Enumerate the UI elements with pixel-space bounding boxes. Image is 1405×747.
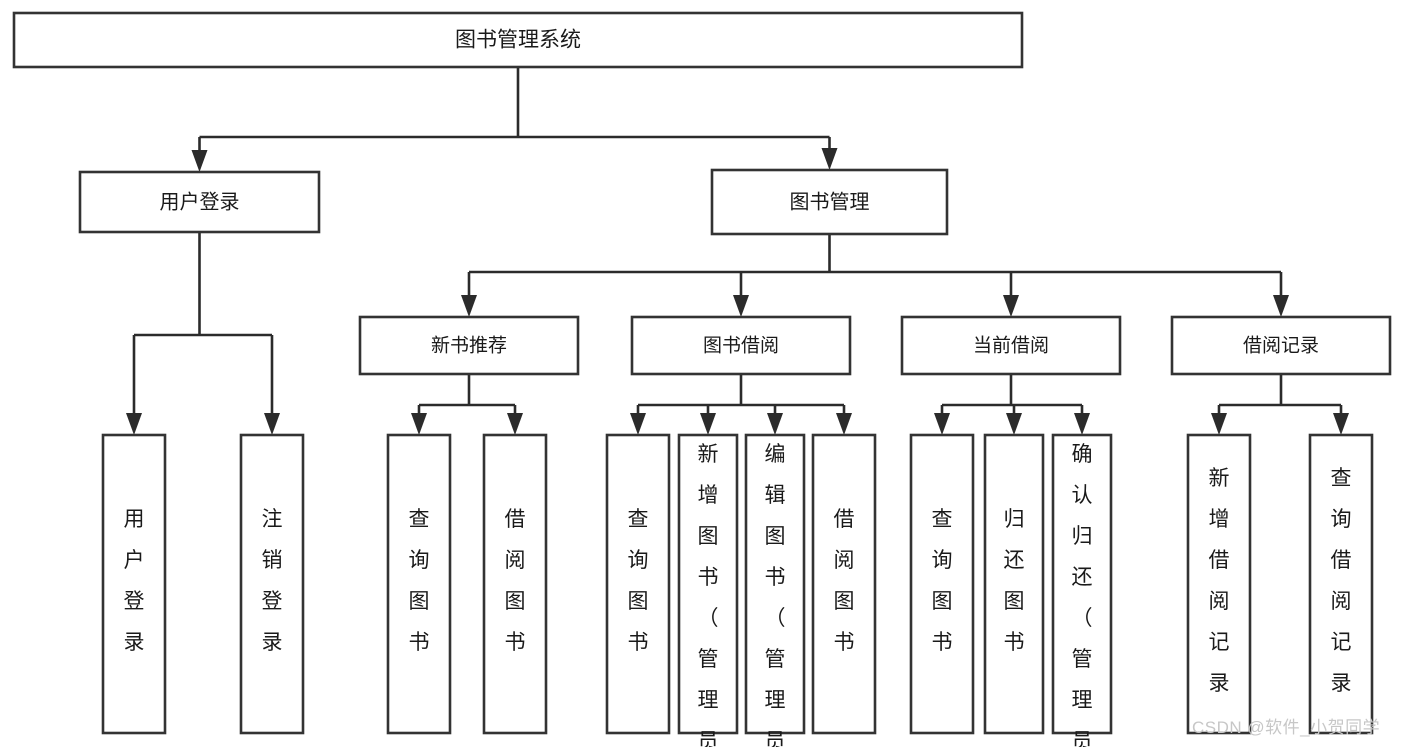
arrow-head-icon <box>411 413 427 435</box>
leaf-node-11[interactable]: 新增借阅记录 <box>1186 433 1252 735</box>
arrow-head-icon <box>1211 413 1227 435</box>
leaf-node-9-label: 归还图书 <box>1004 508 1025 654</box>
leaf-node-3[interactable]: 借阅图书 <box>482 433 548 735</box>
leaf-node-8[interactable]: 查询图书 <box>909 433 975 735</box>
leaf-node-3-label: 借阅图书 <box>505 508 526 654</box>
leaf-node-10-label: 确认归还（管理员） <box>1072 443 1093 747</box>
leaf-node-6-label: 编辑图书（管理员） <box>765 443 786 747</box>
arrow-head-icon <box>1273 295 1289 317</box>
arrow-head-icon <box>264 413 280 435</box>
arrow-head-icon <box>700 413 716 435</box>
leaf-node-12[interactable]: 查询借阅记录 <box>1308 433 1374 735</box>
leaf-node-1[interactable]: 注销登录 <box>239 433 305 735</box>
leaf-node-0-label: 用户登录 <box>124 508 145 654</box>
level1-node-0[interactable]: 用户登录 <box>78 170 321 234</box>
level2-node-0-label: 新书推荐 <box>431 335 507 357</box>
root-node-book-management-system-label: 图书管理系统 <box>455 29 581 52</box>
arrow-head-icon <box>630 413 646 435</box>
leaf-node-9[interactable]: 归还图书 <box>983 433 1045 735</box>
arrow-head-icon <box>1333 413 1349 435</box>
arrow-head-icon <box>836 413 852 435</box>
arrow-head-icon <box>461 295 477 317</box>
level2-node-2[interactable]: 当前借阅 <box>900 315 1122 376</box>
level1-node-0-label: 用户登录 <box>160 190 240 213</box>
level2-node-1[interactable]: 图书借阅 <box>630 315 852 376</box>
arrow-head-icon <box>507 413 523 435</box>
leaf-node-2-label: 查询图书 <box>409 508 430 654</box>
root-node-book-management-system[interactable]: 图书管理系统 <box>12 11 1024 69</box>
leaf-node-12-label: 查询借阅记录 <box>1331 467 1352 695</box>
node-box-layer: 图书管理系统用户登录图书管理新书推荐图书借阅当前借阅借阅记录用户登录注销登录查询… <box>12 11 1392 747</box>
leaf-node-2[interactable]: 查询图书 <box>386 433 452 735</box>
arrow-head-icon <box>1074 413 1090 435</box>
level2-node-3-label: 借阅记录 <box>1243 335 1319 357</box>
arrow-head-icon <box>733 295 749 317</box>
leaf-node-8-label: 查询图书 <box>932 508 953 654</box>
level1-node-1[interactable]: 图书管理 <box>710 168 949 236</box>
leaf-node-7-label: 借阅图书 <box>834 508 855 654</box>
leaf-node-6[interactable]: 编辑图书（管理员） <box>744 433 806 747</box>
level2-node-0[interactable]: 新书推荐 <box>358 315 580 376</box>
leaf-node-10[interactable]: 确认归还（管理员） <box>1051 433 1113 747</box>
leaf-node-7[interactable]: 借阅图书 <box>811 433 877 735</box>
arrow-head-icon <box>1006 413 1022 435</box>
leaf-node-5-label: 新增图书（管理员） <box>698 443 719 747</box>
leaf-node-4-label: 查询图书 <box>628 508 649 654</box>
arrow-head-icon <box>821 148 838 170</box>
arrow-head-icon <box>191 150 208 172</box>
leaf-node-11-label: 新增借阅记录 <box>1209 467 1230 695</box>
level2-node-3[interactable]: 借阅记录 <box>1170 315 1392 376</box>
level2-node-1-label: 图书借阅 <box>703 335 779 357</box>
leaf-node-4[interactable]: 查询图书 <box>605 433 671 735</box>
arrow-head-icon <box>767 413 783 435</box>
connector-layer <box>126 67 1349 435</box>
leaf-node-1-label: 注销登录 <box>262 508 283 654</box>
level1-node-1-label: 图书管理 <box>790 190 870 213</box>
arrow-head-icon <box>1003 295 1019 317</box>
arrow-head-icon <box>934 413 950 435</box>
arrow-head-icon <box>126 413 142 435</box>
level2-node-2-label: 当前借阅 <box>973 335 1049 357</box>
leaf-node-5[interactable]: 新增图书（管理员） <box>677 433 739 747</box>
leaf-node-0[interactable]: 用户登录 <box>101 433 167 735</box>
